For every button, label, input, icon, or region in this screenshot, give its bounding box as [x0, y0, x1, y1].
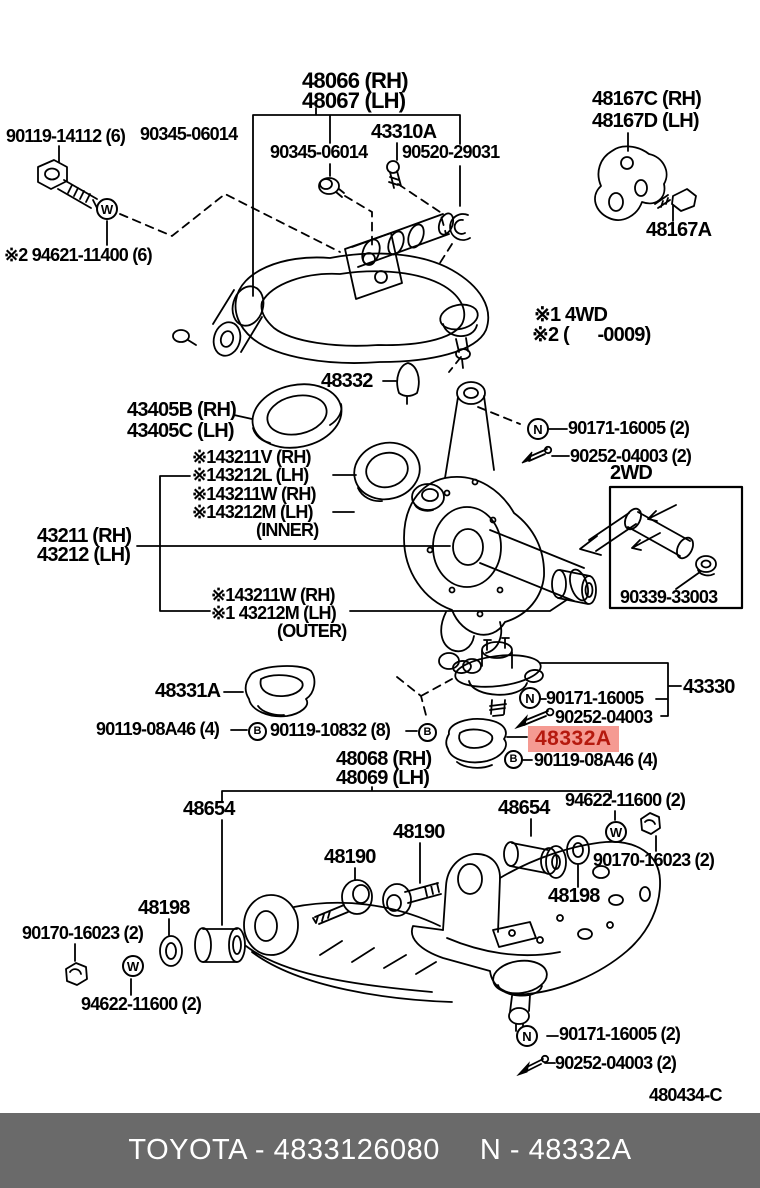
part-label-90119-10832: 90119-10832 (8): [270, 720, 391, 740]
part-label-90252-04003-bottom: 90252-04003 (2): [555, 1053, 677, 1073]
part-label-143212M: ※143212M (LH): [192, 502, 314, 522]
part-label-43405B: 43405B (RH): [127, 399, 237, 421]
nut-marker-icon: N: [519, 687, 541, 709]
washer-marker-icon: W: [96, 198, 118, 220]
part-label-48167A: 48167A: [646, 219, 712, 241]
part-label-90171-16005-mid: 90171-16005: [546, 688, 644, 708]
bolt-marker-icon: B: [504, 750, 523, 769]
washer-marker-icon: W: [605, 821, 627, 843]
cushion-48331A-drawing: [224, 666, 314, 716]
steering-knuckle-drawing: [404, 382, 596, 673]
knuckle-kit-bracket-lines: [137, 415, 568, 611]
part-label-90171-16005-top: 90171-16005 (2): [568, 418, 690, 438]
boot-143211-drawing: [348, 436, 444, 511]
label-2wd: 2WD: [610, 462, 653, 484]
part-label-48190-left: 48190: [324, 846, 376, 868]
lower-control-arm-drawing: [244, 842, 660, 1031]
part-label-90119-14112: 90119-14112 (6): [6, 126, 126, 146]
part-label-43330: 43330: [683, 676, 735, 698]
part-label-48066: 48066 (RH): [302, 68, 409, 93]
part-label-43405C: 43405C (LH): [127, 420, 235, 442]
label-outer: (OUTER): [277, 621, 347, 641]
cotter-pins-drawing: [516, 447, 553, 1075]
part-label-43212: 43212 (LH): [37, 544, 131, 566]
nut-marker-icon: N: [527, 418, 549, 440]
part-label-94622-11600-left: 94622-11600 (2): [81, 994, 202, 1014]
part-label-143212L: ※143212L (LH): [192, 465, 309, 485]
part-label-143211W: ※143211W (RH): [192, 484, 317, 504]
cushion-48332A-drawing: [446, 719, 527, 768]
part-label-43211: 43211 (RH): [37, 525, 132, 547]
part-label-48654-left: 48654: [183, 798, 235, 820]
part-label-143212M-outer: ※1 43212M (LH): [211, 603, 337, 623]
lower-ball-joint-drawing: [452, 638, 681, 716]
part-label-48190-right: 48190: [393, 821, 445, 843]
part-label-48069: 48069 (LH): [336, 767, 430, 789]
part-label-94621-11400: ※2 94621-11400 (6): [4, 245, 153, 265]
nut-marker-icon: N: [516, 1025, 538, 1047]
part-label-48167C: 48167C (RH): [592, 88, 702, 110]
part-label-90170-16023-left: 90170-16023 (2): [22, 923, 144, 943]
bracket-48167-drawing: [595, 146, 696, 220]
cushion-48332-drawing: [383, 363, 419, 404]
part-label-94622-11600-right: 94622-11600 (2): [565, 790, 686, 810]
left-fasteners-drawing: [66, 928, 245, 985]
part-label-90170-16023-right: 90170-16023 (2): [593, 850, 715, 870]
diagram-code: 480434-C: [649, 1085, 722, 1105]
washer-marker-icon: W: [122, 955, 144, 977]
part-label-48198-right: 48198: [548, 885, 600, 907]
bolt-marker-icon: B: [418, 723, 437, 742]
part-label-90252-04003-top: 90252-04003 (2): [570, 446, 692, 466]
part-label-143211W-outer: ※143211W (RH): [211, 585, 336, 605]
footer-bar: TOYOTA - 4833126080 N - 48332A: [0, 1113, 760, 1188]
label-inner: (INNER): [256, 520, 319, 540]
footer-brand-part-number: TOYOTA - 4833126080: [128, 1134, 440, 1166]
part-label-48167D: 48167D (LH): [592, 110, 700, 132]
bolt-marker-icon: B: [248, 722, 267, 741]
part-label-48654-right: 48654: [498, 797, 550, 819]
part-label-48331A: 48331A: [155, 680, 221, 702]
dashed-leaders: [120, 184, 520, 719]
part-label-90171-16005-bottom: 90171-16005 (2): [559, 1024, 681, 1044]
top-leader-lines: [59, 108, 673, 296]
part-label-90119-08A46-right: 90119-08A46 (4): [534, 750, 658, 770]
right-fasteners-drawing: [504, 813, 660, 878]
2wd-variant-box: [580, 487, 742, 608]
bolt-90119-14112-drawing: [38, 160, 97, 208]
part-label-143211V: ※143211V (RH): [192, 447, 312, 467]
part-label-48067: 48067 (LH): [302, 88, 406, 113]
part-label-48068: 48068 (RH): [336, 748, 432, 770]
upper-control-arm-drawing: [173, 211, 488, 368]
part-label-90345-06014-b: 90345-06014: [270, 142, 368, 162]
part-label-90345-06014-a: 90345-06014: [140, 124, 238, 144]
footer-part-ref: N - 48332A: [479, 1134, 632, 1166]
note-production-range: ※2 ( -0009): [532, 324, 651, 346]
part-label-48332A-highlighted[interactable]: 48332A: [528, 726, 619, 752]
part-label-48198-left: 48198: [138, 897, 190, 919]
small-fasteners-top: [319, 161, 470, 240]
part-label-90252-04003-mid: 90252-04003: [555, 707, 653, 727]
lower-leader-lines: [75, 429, 656, 1063]
note-4wd: ※1 4WD: [534, 304, 608, 326]
part-label-90520-29031: 90520-29031: [402, 142, 500, 162]
part-label-43310A: 43310A: [371, 121, 437, 143]
part-label-48332: 48332: [321, 370, 373, 392]
part-label-90339-33003: 90339-33003: [620, 587, 718, 607]
part-label-90119-08A46-left: 90119-08A46 (4): [96, 719, 220, 739]
seal-43405-drawing: [247, 376, 348, 455]
bolts-48190-drawing: [313, 880, 441, 924]
